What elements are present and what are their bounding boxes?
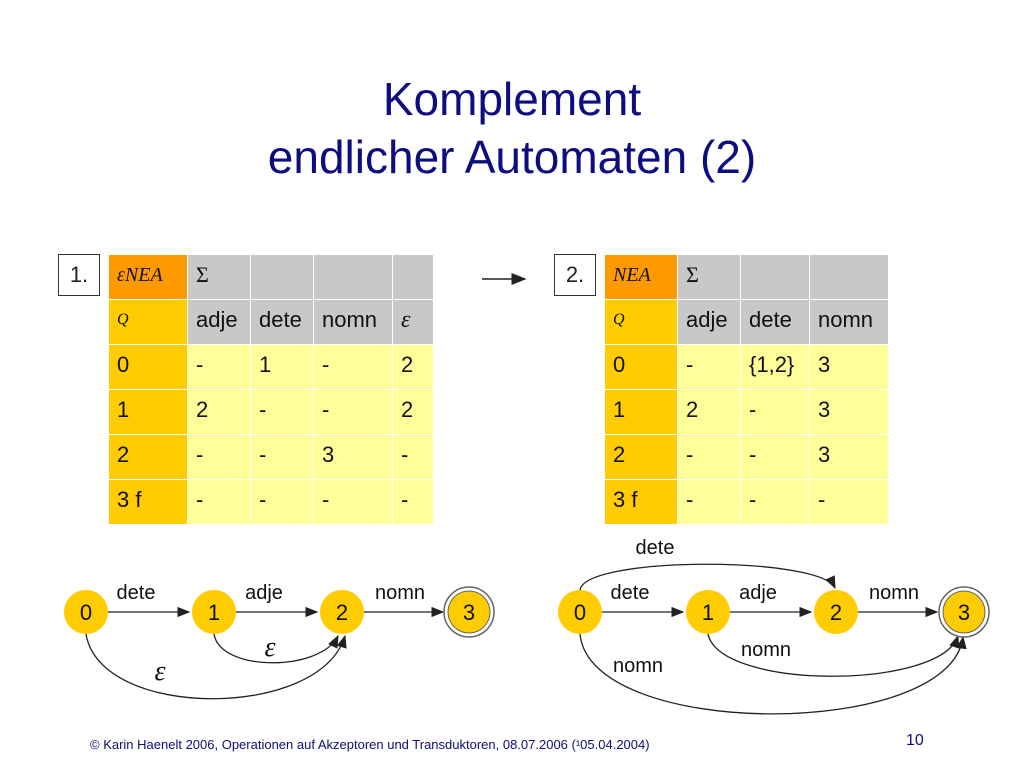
state-label: 2 (830, 600, 842, 625)
state-label: 3 (463, 600, 475, 625)
state-0 (558, 590, 602, 634)
edge-label: dete (611, 582, 650, 604)
step-2-label: 2. (554, 254, 596, 296)
edge-0-2-dete (579, 563, 836, 591)
table-row: 0 - {1,2} 3 (604, 344, 889, 390)
col-header: dete (740, 299, 810, 345)
automaton-2: 0 1 2 3 dete adje nomn dete nomn nomn (558, 537, 990, 715)
table-corner-enea: εNEA (108, 254, 188, 300)
title-line-2: endlicher Automaten (2) (267, 131, 757, 183)
table-row: 0 - 1 - 2 (108, 344, 434, 390)
state-3 (942, 590, 986, 634)
edge-label: ε (264, 632, 275, 663)
edge-1-2-epsilon (213, 633, 339, 664)
edge-label: nomn (869, 582, 919, 604)
state-label: 0 (574, 600, 586, 625)
col-header: adje (677, 299, 741, 345)
edge-label: nomn (741, 639, 791, 661)
state-label: 2 (336, 600, 348, 625)
state-label: 0 (80, 600, 92, 625)
state-1 (192, 590, 236, 634)
col-header: dete (250, 299, 314, 345)
table-corner-nea: NEA (604, 254, 678, 300)
col-header: nomn (809, 299, 889, 345)
q-header: Q (108, 299, 188, 345)
state-3 (447, 590, 491, 634)
edge-label: nomn (375, 582, 425, 604)
table-row: 3 f - - - (604, 479, 889, 525)
edge-label: dete (117, 582, 156, 604)
edge-0-3-nomn (579, 633, 967, 715)
state-label: 1 (208, 600, 220, 625)
table-nea: NEA Σ Q adje dete nomn 0 - {1,2} 3 1 2 -… (604, 254, 889, 525)
title-line-1: Komplement (382, 73, 642, 125)
col-header: adje (187, 299, 251, 345)
state-2 (320, 590, 364, 634)
step-1-label: 1. (58, 254, 100, 296)
page-title: Komplement endlicher Automaten (2) (0, 70, 1024, 186)
footer-copyright: © Karin Haenelt 2006, Operationen auf Ak… (90, 737, 650, 752)
edge-1-3-nomn (707, 633, 960, 677)
edge-0-2-epsilon (85, 633, 347, 700)
state-0 (64, 590, 108, 634)
edge-label: adje (245, 582, 283, 604)
q-header: Q (604, 299, 678, 345)
table-row: 2 - - 3 - (108, 434, 434, 480)
edge-label: adje (739, 582, 777, 604)
col-header-epsilon: ε (392, 299, 434, 345)
table-row: 1 2 - 3 (604, 389, 889, 435)
sigma-header: Σ (677, 254, 741, 300)
table-enea: εNEA Σ Q adje dete nomn ε 0 - 1 - 2 1 2 … (108, 254, 434, 525)
automaton-1: 0 1 2 3 dete adje nomn ε ε (64, 582, 495, 700)
state-1 (686, 590, 730, 634)
edge-label: nomn (613, 655, 663, 677)
state-label: 1 (702, 600, 714, 625)
edge-label: ε (154, 656, 165, 687)
table-row: 3 f - - - - (108, 479, 434, 525)
page-number: 10 (906, 732, 924, 749)
state-label: 3 (958, 600, 970, 625)
state-2 (814, 590, 858, 634)
edge-label: dete (636, 537, 675, 559)
